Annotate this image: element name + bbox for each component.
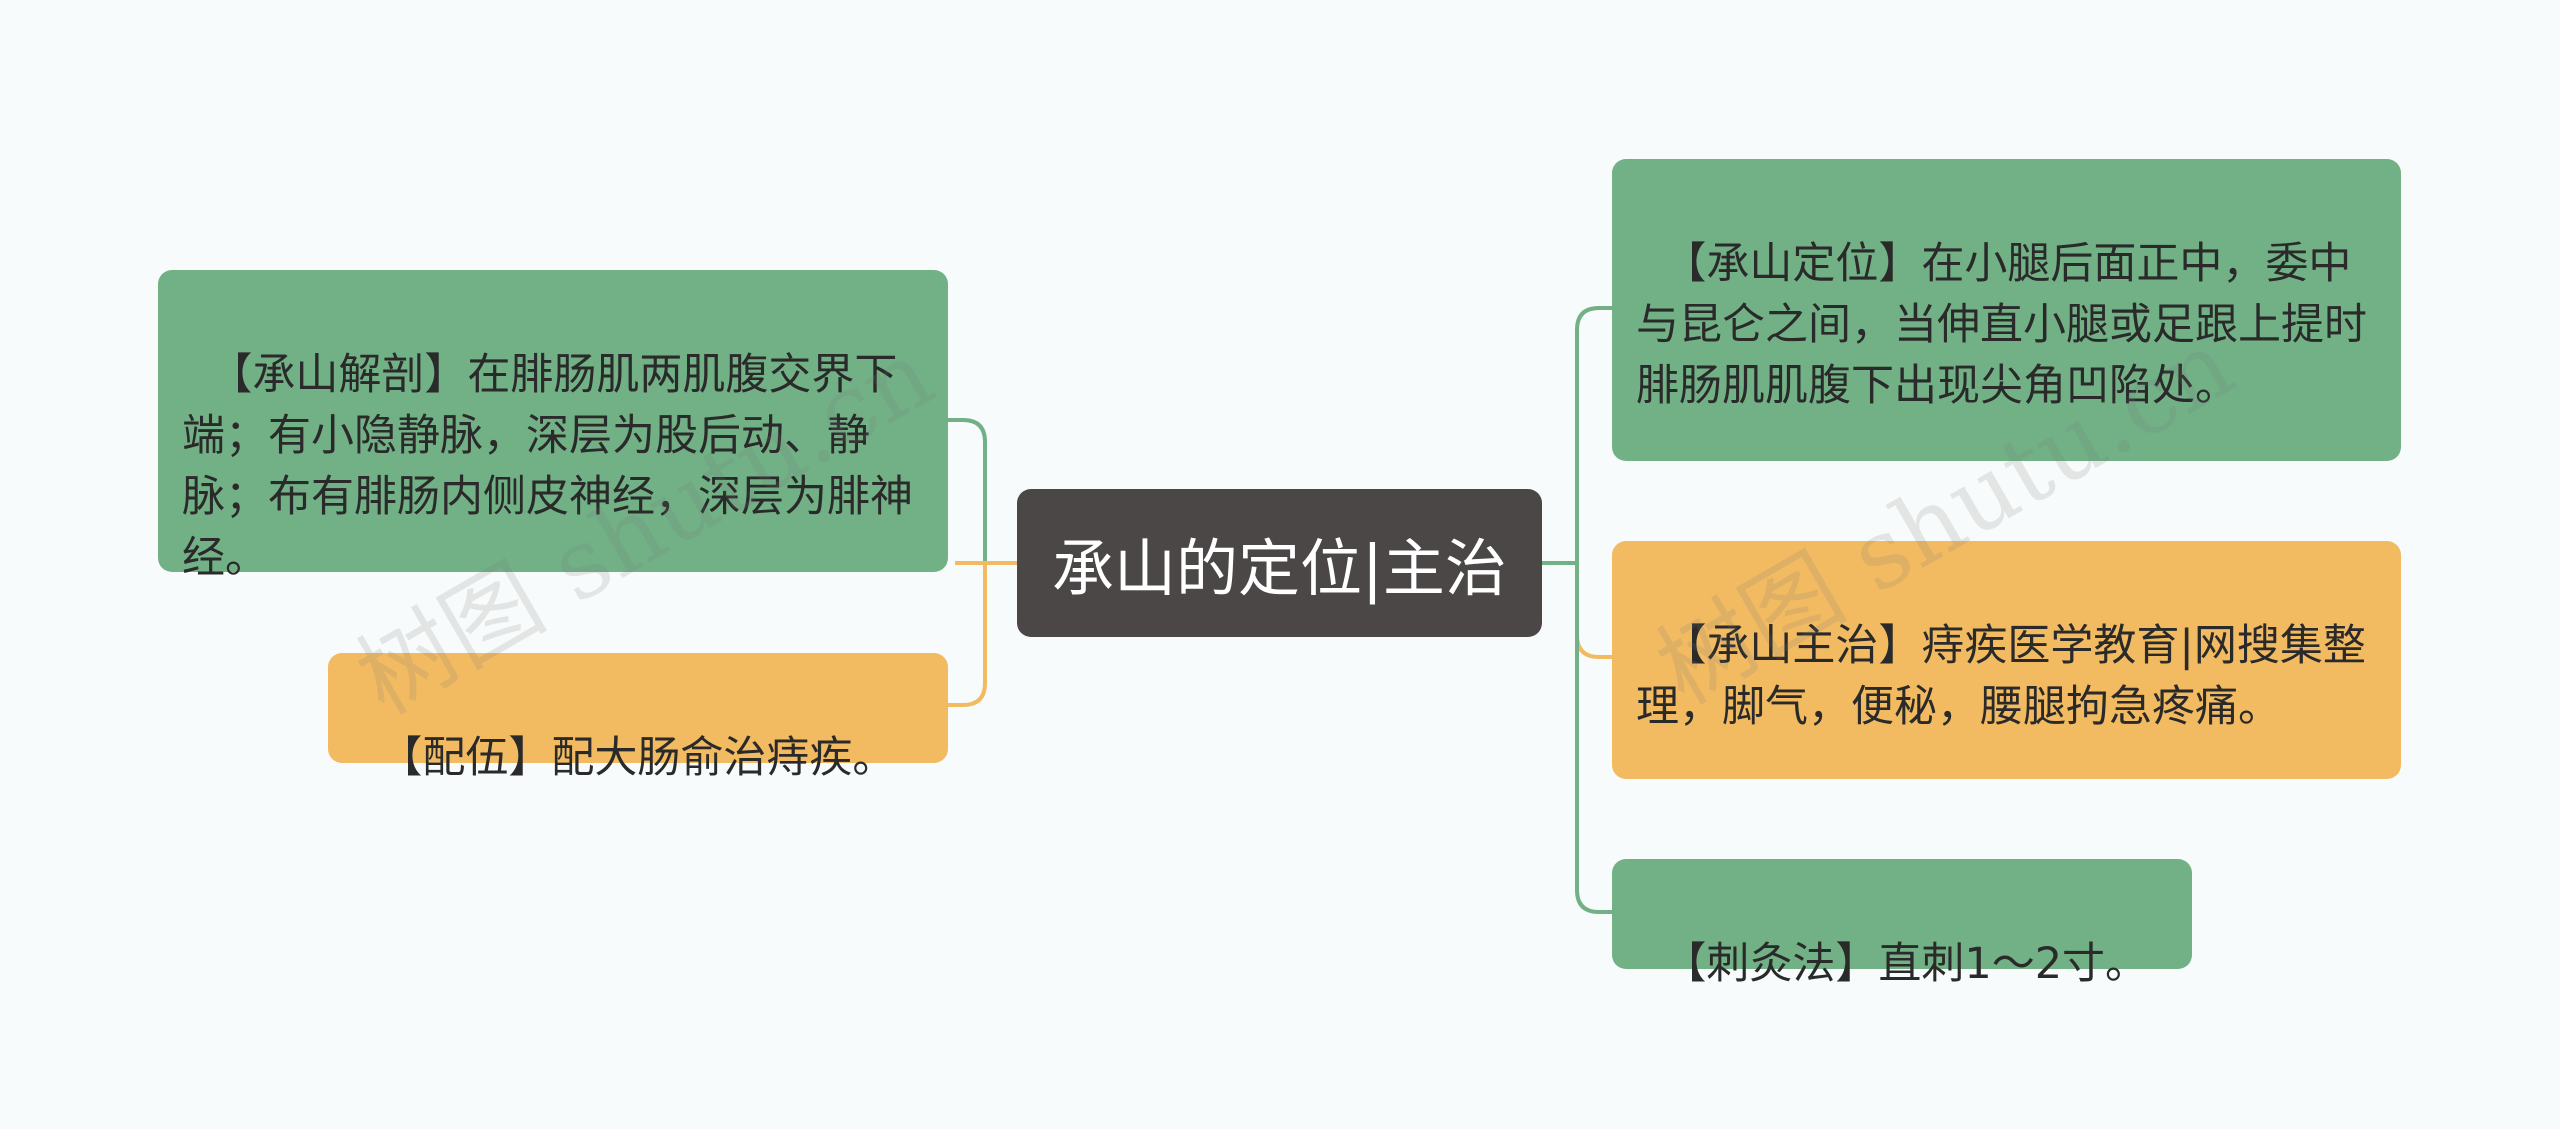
node-compatibility-text: 【配伍】配大肠俞治痔疾。 bbox=[379, 733, 896, 783]
link-left-anatomy bbox=[947, 418, 1017, 565]
node-anatomy[interactable]: 【承山解剖】在腓肠肌两肌腹交界下端；有小隐静脉，深层为股后动、静脉；布有腓肠内侧… bbox=[158, 270, 948, 583]
node-location[interactable]: 【承山定位】在小腿后面正中，委中与昆仑之间，当伸直小腿或足跟上提时腓肠肌肌腹下出… bbox=[1612, 159, 2401, 461]
node-compatibility[interactable]: 【配伍】配大肠俞治痔疾。 bbox=[328, 653, 948, 783]
central-topic-label: 承山的定位|主治 bbox=[1052, 532, 1507, 605]
node-acupuncture-method[interactable]: 【刺灸法】直刺1～2寸。 bbox=[1612, 859, 2192, 989]
node-indications[interactable]: 【承山主治】痔疾医学教育|网搜集整理，脚气，便秘，腰腿拘急疼痛。 bbox=[1612, 541, 2401, 779]
node-indications-text: 【承山主治】痔疾医学教育|网搜集整理，脚气，便秘，腰腿拘急疼痛。 bbox=[1636, 621, 2366, 732]
link-left-peiwu bbox=[947, 561, 1017, 707]
link-right-cijiu bbox=[1542, 561, 1612, 914]
node-location-text: 【承山定位】在小腿后面正中，委中与昆仑之间，当伸直小腿或足跟上提时腓肠肌肌腹下出… bbox=[1636, 239, 2367, 411]
node-acupuncture-method-text: 【刺灸法】直刺1～2寸。 bbox=[1663, 939, 2149, 989]
node-anatomy-text: 【承山解剖】在腓肠肌两肌腹交界下端；有小隐静脉，深层为股后动、静脉；布有腓肠内侧… bbox=[182, 350, 913, 583]
central-topic[interactable]: 承山的定位|主治 bbox=[1017, 489, 1542, 637]
link-right-dingwei bbox=[1542, 306, 1612, 565]
